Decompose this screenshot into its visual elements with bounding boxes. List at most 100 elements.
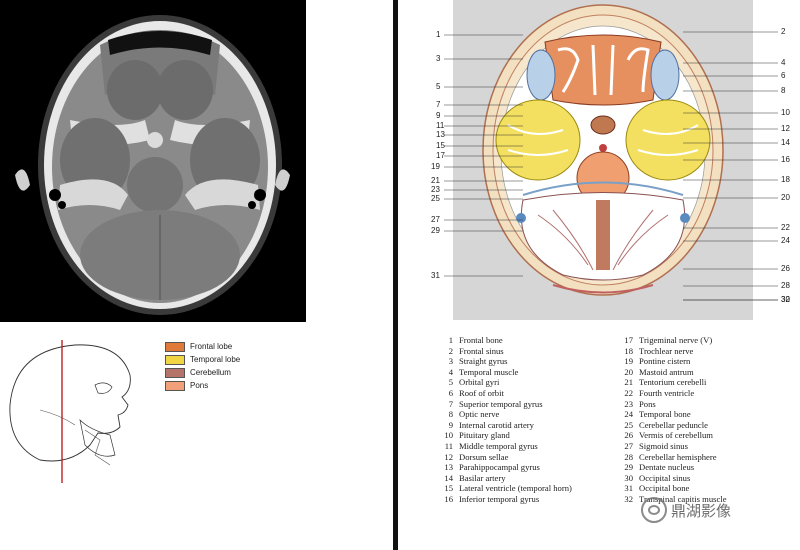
key-number: 27 [624, 440, 633, 451]
key-text: Dentate nucleus [639, 462, 695, 473]
key-text: Pontine cistern [639, 356, 691, 367]
key-item: 28 Cerebellar hemisphere [618, 452, 788, 463]
key-number: 14 [444, 472, 453, 483]
key-item: 1 Frontal bone [438, 335, 608, 346]
key-number: 23 [624, 398, 633, 409]
key-text: Frontal bone [459, 335, 503, 345]
legend: Frontal lobe Temporal lobe Cerebellum Po… [165, 340, 240, 392]
callout-label: 12 [781, 124, 790, 133]
callout-label: 18 [781, 175, 790, 184]
key-number: 20 [624, 366, 633, 377]
key-text: Cerebellar peduncle [639, 419, 708, 430]
key-number: 21 [624, 377, 633, 388]
key-text: Mastoid antrum [639, 366, 694, 377]
key-text: Optic nerve [459, 409, 500, 420]
key-number: 24 [624, 409, 633, 420]
key-item: 20 Mastoid antrum [618, 367, 788, 378]
key-text: Sigmoid sinus [639, 440, 688, 451]
legend-item-temporal-lobe: Temporal lobe [165, 353, 240, 366]
callout-label: 28 [781, 281, 790, 290]
key-item: 8 Optic nerve [438, 409, 608, 420]
callout-label: 3 [436, 54, 441, 63]
callout-label: 27 [431, 215, 440, 224]
legend-swatch [165, 354, 185, 365]
key-text: Inferior temporal gyrus [459, 493, 540, 504]
legend-swatch [165, 341, 185, 352]
callout-label: 16 [781, 155, 790, 164]
key-number: 3 [448, 356, 453, 367]
left-page: Frontal lobe Temporal lobe Cerebellum Po… [0, 0, 393, 550]
key-number: 29 [624, 462, 633, 473]
callout-label: 10 [781, 108, 790, 117]
key-number: 31 [624, 483, 633, 494]
callout-label: 21 [431, 176, 440, 185]
key-item: 19 Pontine cistern [618, 356, 788, 367]
key-number: 15 [444, 483, 453, 494]
key-number: 30 [624, 472, 633, 483]
legend-label: Cerebellum [190, 368, 231, 377]
key-number: 28 [624, 451, 633, 462]
key-number: 6 [448, 387, 453, 398]
legend-swatch [165, 367, 185, 378]
key-item: 29 Dentate nucleus [618, 462, 788, 473]
legend-label: Temporal lobe [190, 355, 241, 364]
key-text: Straight gyrus [459, 356, 508, 367]
key-text: Roof of orbit [459, 387, 504, 398]
legend-item-pons: Pons [165, 379, 240, 392]
callout-label: 23 [431, 185, 440, 194]
callout-label: 19 [431, 162, 440, 171]
ct-scan-image [0, 0, 306, 322]
key-text: Occipital sinus [639, 472, 691, 483]
key-item: 6 Roof of orbit [438, 388, 608, 399]
callout-label: 25 [431, 194, 440, 203]
key-number: 2 [448, 345, 453, 356]
key-item: 25 Cerebellar peduncle [618, 420, 788, 431]
key-text: Lateral ventricle (temporal horn) [459, 483, 572, 494]
key-number: 4 [448, 366, 453, 377]
legend-swatch [165, 380, 185, 391]
key-text: Tentorium cerebelli [639, 377, 707, 388]
key-number: 8 [448, 409, 453, 420]
callout-label: 31 [431, 271, 440, 280]
key-number: 22 [624, 387, 633, 398]
key-text: Superior temporal gyrus [459, 398, 543, 409]
key-text: Middle temporal gyrus [459, 440, 538, 451]
callout-label: 4 [781, 58, 786, 67]
callout-label: 11 [436, 121, 445, 130]
callout-label: 14 [781, 138, 790, 147]
key-number: 7 [448, 398, 453, 409]
key-number: 25 [624, 419, 633, 430]
legend-item-frontal-lobe: Frontal lobe [165, 340, 240, 353]
key-item: 27 Sigmoid sinus [618, 441, 788, 452]
key-number: 1 [448, 335, 453, 345]
callout-label: 8 [781, 86, 786, 95]
anatomical-diagram [453, 0, 753, 320]
key-text: Transpinal capitis muscle [639, 493, 727, 504]
key-item: 21 Tentorium cerebelli [618, 377, 788, 388]
key-number: 13 [444, 462, 453, 473]
watermark: 鼎湖影像 [641, 497, 731, 523]
key-number: 19 [624, 356, 633, 367]
callout-label: 20 [781, 193, 790, 202]
key-item: 3 Straight gyrus [438, 356, 608, 367]
callout-label: 1 [436, 30, 441, 39]
legend-label: Pons [190, 381, 209, 390]
key-number: 17 [624, 335, 633, 345]
key-number: 26 [624, 430, 633, 441]
callout-label: 5 [436, 82, 441, 91]
callout-label: 15 [436, 141, 445, 150]
key-text: Cerebellar hemisphere [639, 451, 717, 462]
key-item: 15 Lateral ventricle (temporal horn) [438, 483, 608, 494]
